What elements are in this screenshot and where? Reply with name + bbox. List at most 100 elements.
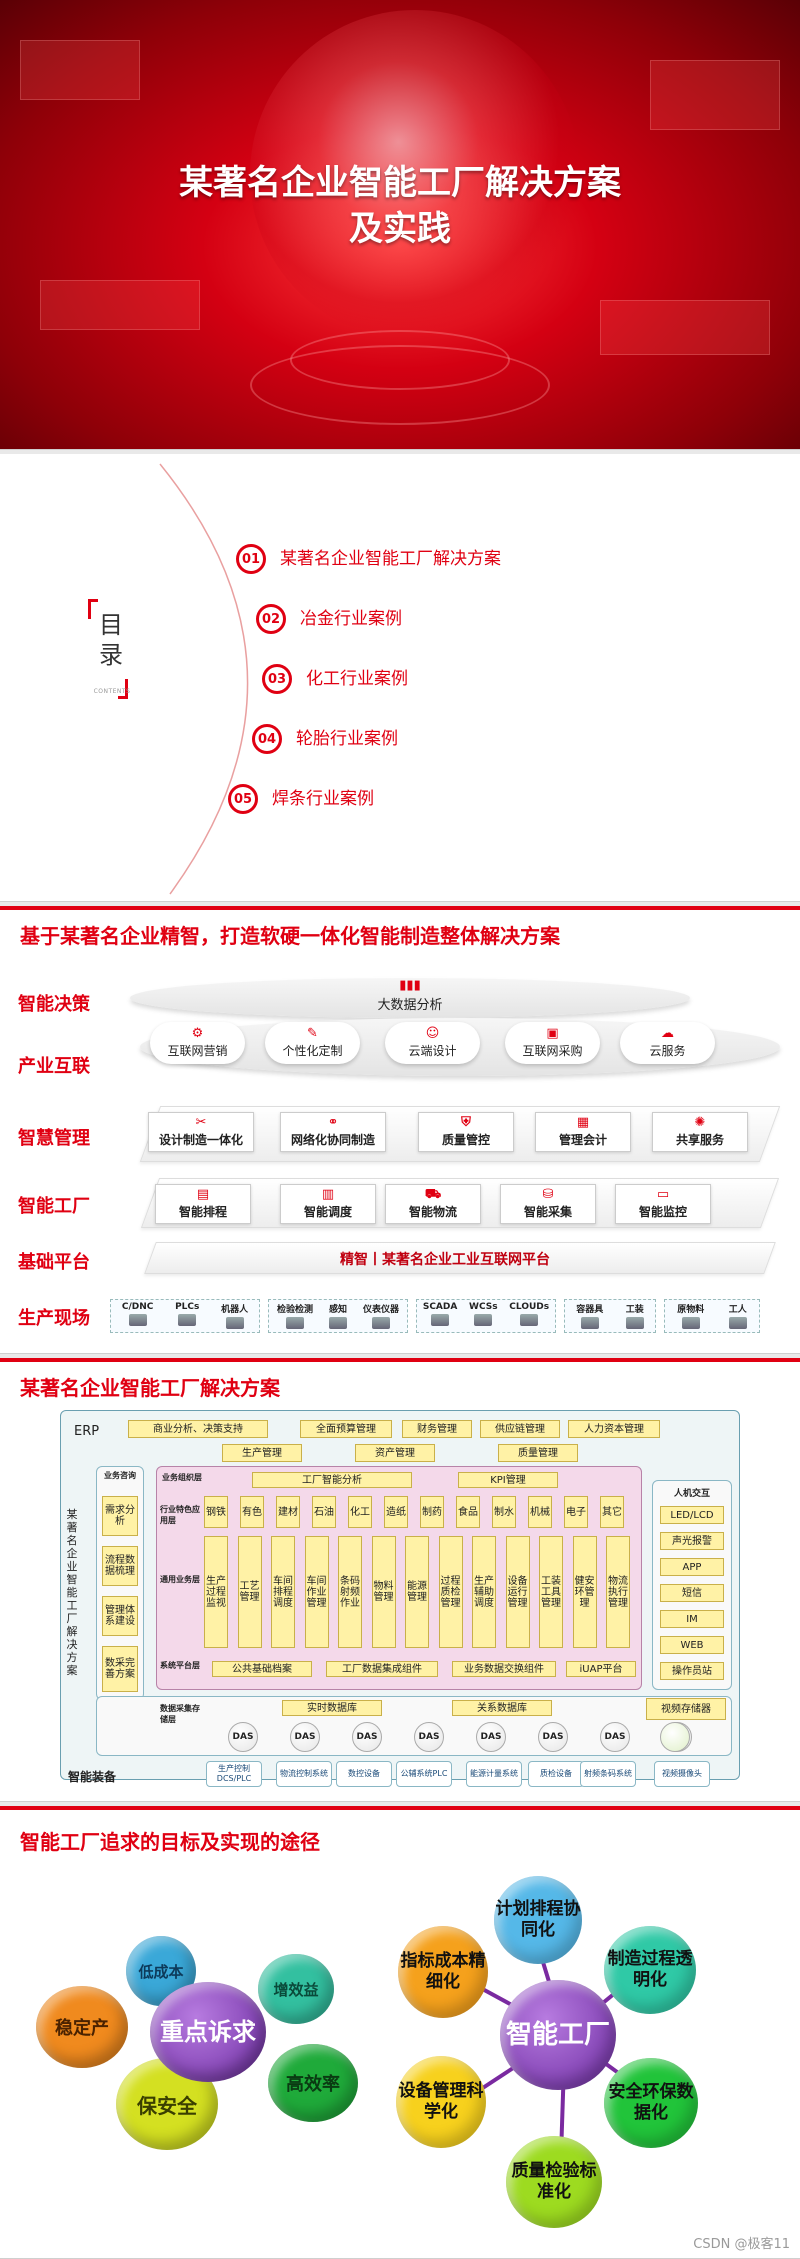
erp-label: ERP [74,1424,100,1439]
management-card[interactable]: ✂设计制造一体化 [148,1112,254,1152]
org-item[interactable]: 工厂智能分析 [252,1472,412,1488]
general-item[interactable]: 健安环管理 [572,1536,597,1648]
hmi-item[interactable]: 短信 [660,1584,724,1602]
management-card[interactable]: ⚭网络化协同制造 [280,1112,386,1152]
erp-item[interactable]: 商业分析、决策支持 [128,1420,268,1438]
hmi-item[interactable]: 声光报警 [660,1532,724,1550]
factory-card[interactable]: ▥智能调度 [280,1184,376,1224]
das-node: DAS [352,1722,382,1752]
general-item[interactable]: 设备运行管理 [505,1536,530,1648]
schedule-icon: ▤ [196,1187,210,1202]
factory-card[interactable]: ▤智能排程 [155,1184,251,1224]
industry-item[interactable]: 钢铁 [204,1496,228,1528]
general-item[interactable]: 车间作业管理 [304,1536,329,1648]
equipment-item[interactable]: 能源计量系统 [466,1761,522,1787]
general-item[interactable]: 工艺管理 [237,1536,262,1648]
core-demand-ball: 重点诉求 [150,1982,266,2082]
system-item[interactable]: 工厂数据集成组件 [326,1661,438,1677]
equipment-item[interactable]: 射频条码系统 [580,1761,636,1787]
equipment-item[interactable]: 数控设备 [336,1761,392,1787]
industry-item[interactable]: 食品 [456,1496,480,1528]
data-item[interactable]: 关系数据库 [452,1700,552,1716]
row-label: 基础平台 [18,1252,90,1273]
toc-item[interactable]: 03 化工行业案例 [262,664,408,694]
cloud-item[interactable]: ✎个性化定制 [265,1022,360,1064]
industry-item[interactable]: 有色 [240,1496,264,1528]
management-card[interactable]: ⛨质量管控 [418,1112,514,1152]
erp-item[interactable]: 生产管理 [222,1444,302,1462]
cloud-item[interactable]: ▣互联网采购 [505,1022,600,1064]
general-item[interactable]: 过程质检管理 [438,1536,463,1648]
org-item[interactable]: KPI管理 [458,1472,558,1488]
contents-slide: 目录 CONTENTS 01 某著名企业智能工厂解决方案 02 冶金行业案例 0… [0,454,800,902]
data-item[interactable]: 视频存储器 [646,1698,726,1720]
goal-bubble: 计划排程协同化 [494,1876,582,1964]
general-item[interactable]: 生产过程监视 [204,1536,228,1648]
hmi-item[interactable]: APP [660,1558,724,1576]
equipment-item[interactable]: 物流控制系统 [276,1761,332,1787]
shield-icon: ⛨ [461,1115,471,1130]
equipment-item[interactable]: 生产控制DCS/PLC [206,1761,262,1787]
industry-item[interactable]: 建材 [276,1496,300,1528]
design-icon: ☺ [425,1026,440,1041]
industry-item[interactable]: 电子 [564,1496,588,1528]
erp-item[interactable]: 人力资本管理 [568,1420,660,1438]
field-group: 检验检测感知仪表仪器 [268,1299,408,1333]
cloud-item[interactable]: ☺云端设计 [385,1022,480,1064]
overview-slide: 基于某著名企业精智，打造软硬一体化智能制造整体解决方案 智能决策 产业互联 智慧… [0,906,800,1354]
consult-item[interactable]: 数采完善方案 [102,1646,138,1692]
toc-item[interactable]: 02 冶金行业案例 [256,604,402,634]
toc-label: 化工行业案例 [306,669,408,689]
factory-card[interactable]: ⛟智能物流 [385,1184,481,1224]
erp-item[interactable]: 全面预算管理 [300,1420,392,1438]
industry-item[interactable]: 化工 [348,1496,372,1528]
goal-bubble: 指标成本精细化 [398,1926,488,2018]
general-item[interactable]: 工装工具管理 [539,1536,563,1648]
equipment-item[interactable]: 质检设备 [528,1761,584,1787]
erp-item[interactable]: 资产管理 [355,1444,435,1462]
row-label: 智能工厂 [18,1196,90,1217]
cover-title-line1: 某著名企业智能工厂解决方案 [179,163,621,203]
industry-item[interactable]: 机械 [528,1496,552,1528]
consult-label: 业务咨询 [104,1471,136,1480]
toc-item[interactable]: 04 轮胎行业案例 [252,724,398,754]
industry-item[interactable]: 制水 [492,1496,516,1528]
equipment-item[interactable]: 视频摄像头 [654,1761,710,1787]
industry-item[interactable]: 石油 [312,1496,336,1528]
factory-card[interactable]: ▭智能监控 [615,1184,711,1224]
erp-item[interactable]: 财务管理 [402,1420,472,1438]
factory-card[interactable]: ⛁智能采集 [500,1184,596,1224]
hmi-item[interactable]: WEB [660,1636,724,1654]
system-item[interactable]: 公共基础档案 [212,1661,312,1677]
erp-item[interactable]: 质量管理 [498,1444,578,1462]
consult-item[interactable]: 需求分析 [102,1496,138,1536]
hmi-item[interactable]: LED/LCD [660,1506,724,1524]
hmi-item[interactable]: IM [660,1610,724,1628]
industry-item[interactable]: 造纸 [384,1496,408,1528]
platform-label: 精智丨某著名企业工业互联网平台 [340,1252,550,1268]
general-item[interactable]: 条码射频作业 [338,1536,362,1648]
toc-item[interactable]: 01 某著名企业智能工厂解决方案 [236,544,520,574]
general-item[interactable]: 物流执行管理 [606,1536,630,1648]
consult-item[interactable]: 流程数据梳理 [102,1546,138,1586]
general-item[interactable]: 生产辅助调度 [472,1536,496,1648]
consult-item[interactable]: 管理体系建设 [102,1596,138,1636]
erp-item[interactable]: 供应链管理 [480,1420,560,1438]
industry-item[interactable]: 制药 [420,1496,444,1528]
data-item[interactable]: 实时数据库 [282,1700,382,1716]
industry-item[interactable]: 其它 [600,1496,624,1528]
cloud-item[interactable]: ☁云服务 [620,1022,715,1064]
cloud-item[interactable]: ⚙互联网营销 [150,1022,245,1064]
toc-subheading: CONTENTS [93,688,131,695]
system-item[interactable]: 业务数据交换组件 [452,1661,556,1677]
general-item[interactable]: 车间排程调度 [271,1536,295,1648]
management-card[interactable]: ▦管理会计 [535,1112,631,1152]
general-item[interactable]: 能源管理 [405,1536,429,1648]
toc-number: 04 [252,724,282,754]
management-card[interactable]: ✺共享服务 [652,1112,748,1152]
toc-item[interactable]: 05 焊条行业案例 [228,784,374,814]
system-item[interactable]: iUAP平台 [566,1661,636,1677]
hmi-item[interactable]: 操作员站 [660,1662,724,1680]
equipment-item[interactable]: 公辅系统PLC [396,1761,452,1787]
general-item[interactable]: 物料管理 [371,1536,396,1648]
